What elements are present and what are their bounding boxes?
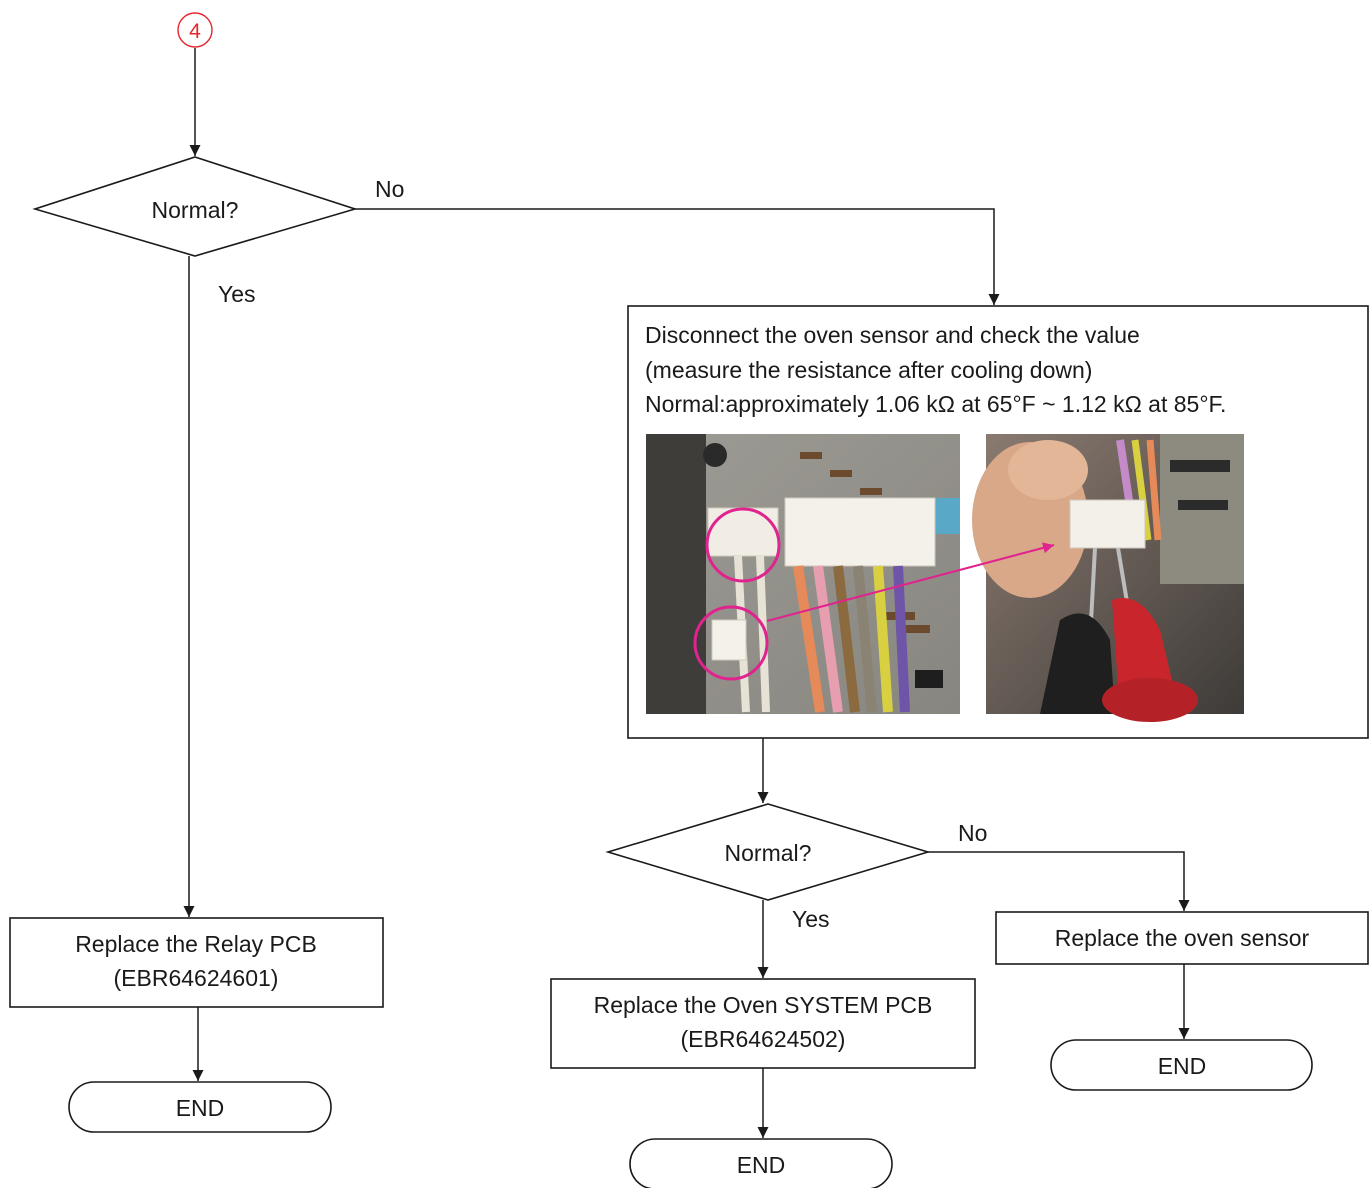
oven-system-line-1: Replace the Oven SYSTEM PCB — [594, 992, 933, 1018]
replace-oven-system-pcb-box: Replace the Oven SYSTEM PCB (EBR64624502… — [550, 978, 976, 1069]
end-terminal-left: END — [68, 1081, 332, 1133]
decision-2: Normal? — [605, 803, 931, 901]
decision-1: Normal? — [32, 156, 358, 257]
replace-oven-sensor-box: Replace the oven sensor — [995, 911, 1369, 965]
end-terminal-right: END — [1050, 1039, 1313, 1091]
decision-1-label: Normal? — [152, 197, 239, 223]
decision-2-diamond — [605, 803, 931, 901]
check-line-3: Normal:approximately 1.06 kΩ at 65°F ~ 1… — [645, 391, 1226, 417]
decision-2-no-label: No — [958, 820, 987, 846]
decision-1-diamond — [32, 156, 358, 257]
highlight-circle-lower — [693, 605, 769, 681]
end-left-label: END — [176, 1095, 225, 1121]
connector-label: 4 — [189, 20, 201, 43]
connector-4: 4 — [177, 12, 213, 48]
end-terminal-middle: END — [629, 1138, 893, 1188]
relay-line-2: (EBR64624601) — [114, 965, 279, 991]
end-right-shape — [1050, 1039, 1313, 1091]
highlight-arrow — [766, 542, 1055, 622]
decision-1-no-label: No — [375, 176, 404, 202]
end-middle-label: END — [737, 1152, 786, 1178]
highlight-circle-upper — [705, 507, 781, 583]
oven-system-box-frame — [550, 978, 976, 1069]
sensor-box-frame — [995, 911, 1369, 965]
replace-relay-pcb-box: Replace the Relay PCB (EBR64624601) — [9, 917, 384, 1008]
end-middle-shape — [629, 1138, 893, 1188]
pcb-connector-photo — [646, 434, 960, 714]
end-left-shape — [68, 1081, 332, 1133]
decision-1-yes-label: Yes — [218, 281, 256, 307]
decision-1-no-arrow — [355, 208, 1000, 305]
relay-box-frame — [9, 917, 384, 1008]
relay-line-1: Replace the Relay PCB — [75, 931, 317, 957]
decision-2-label: Normal? — [725, 840, 812, 866]
connector-circle — [177, 12, 213, 48]
sensor-line-1: Replace the oven sensor — [1055, 925, 1310, 951]
probe-measurement-photo — [972, 434, 1244, 722]
check-line-1: Disconnect the oven sensor and check the… — [645, 322, 1140, 348]
decision-2-no-arrow — [928, 851, 1190, 911]
check-sensor-box: Disconnect the oven sensor and check the… — [627, 305, 1369, 739]
oven-system-line-2: (EBR64624502) — [681, 1026, 846, 1052]
decision-2-yes-label: Yes — [792, 906, 830, 932]
check-line-2: (measure the resistance after cooling do… — [645, 357, 1092, 383]
end-right-label: END — [1158, 1053, 1207, 1079]
